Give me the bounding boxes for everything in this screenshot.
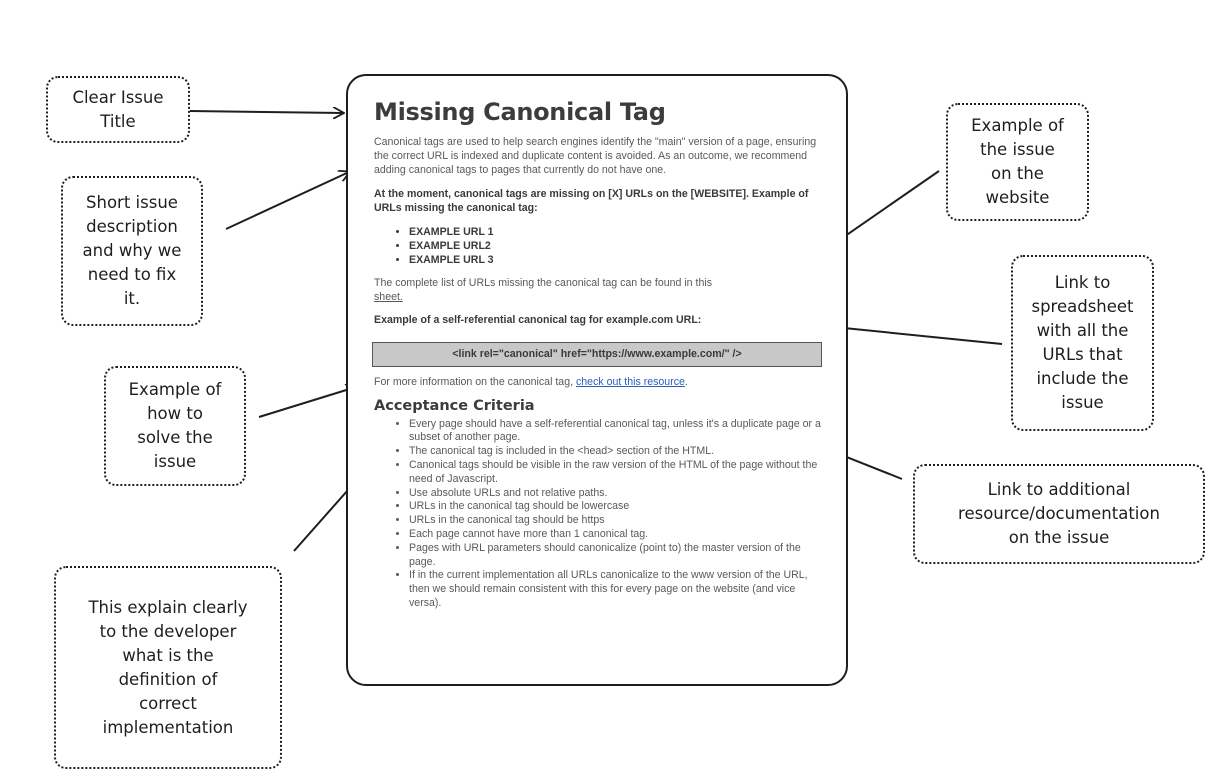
list-item: If in the current implementation all URL… xyxy=(409,569,822,610)
example-url-list: EXAMPLE URL 1 EXAMPLE URL2 EXAMPLE URL 3 xyxy=(409,226,822,267)
missing-urls-heading: At the moment, canonical tags are missin… xyxy=(374,188,809,215)
example-tag-heading: Example of a self-referential canonical … xyxy=(374,313,702,326)
code-snippet: <link rel="canonical" href="https://www.… xyxy=(372,341,822,367)
note-clear-title: Clear Issue Title xyxy=(46,76,190,143)
list-item: Use absolute URLs and not relative paths… xyxy=(409,487,822,501)
list-item: URLs in the canonical tag should be lowe… xyxy=(409,500,822,514)
list-item: The canonical tag is included in the <he… xyxy=(409,445,822,459)
complete-list-label: The complete list of URLs missing the ca… xyxy=(374,277,713,290)
arrow-solve xyxy=(258,387,356,418)
document-title: Missing Canonical Tag xyxy=(374,98,666,126)
list-item: Every page should have a self-referentia… xyxy=(409,418,822,446)
list-item: Pages with URL parameters should canonic… xyxy=(409,542,822,570)
ticket-document: Missing Canonical Tag Canonical tags are… xyxy=(346,74,848,686)
list-item: Canonical tags should be visible in the … xyxy=(409,459,822,487)
list-item: EXAMPLE URL 1 xyxy=(409,226,822,240)
note-short-description: Short issue description and why we need … xyxy=(61,176,203,326)
note-link-resource: Link to additional resource/documentatio… xyxy=(913,464,1205,564)
acceptance-criteria-heading: Acceptance Criteria xyxy=(374,397,535,414)
note-link-spreadsheet: Link to spreadsheet with all the URLs th… xyxy=(1011,255,1154,431)
list-item: Each page cannot have more than 1 canoni… xyxy=(409,528,822,542)
resource-line: For more information on the canonical ta… xyxy=(374,376,822,390)
acceptance-criteria-list: Every page should have a self-referentia… xyxy=(409,418,822,611)
resource-link[interactable]: check out this resource xyxy=(575,375,685,388)
complete-list-text: The complete list of URLs missing the ca… xyxy=(374,277,822,305)
resource-text: For more information on the canonical ta… xyxy=(374,375,574,388)
document-intro: Canonical tags are used to help search e… xyxy=(374,136,817,176)
arrow-description xyxy=(225,172,349,230)
list-item: EXAMPLE URL 3 xyxy=(409,254,822,268)
note-explain-developer: This explain clearly to the developer wh… xyxy=(54,566,282,769)
note-example-solve: Example of how to solve the issue xyxy=(104,366,246,486)
arrow-title xyxy=(189,111,343,113)
sheet-link[interactable]: sheet. xyxy=(374,291,403,304)
note-example-issue: Example of the issue on the website xyxy=(946,103,1089,221)
list-item: URLs in the canonical tag should be http… xyxy=(409,514,822,528)
resource-period: . xyxy=(684,375,688,388)
list-item: EXAMPLE URL2 xyxy=(409,240,822,254)
